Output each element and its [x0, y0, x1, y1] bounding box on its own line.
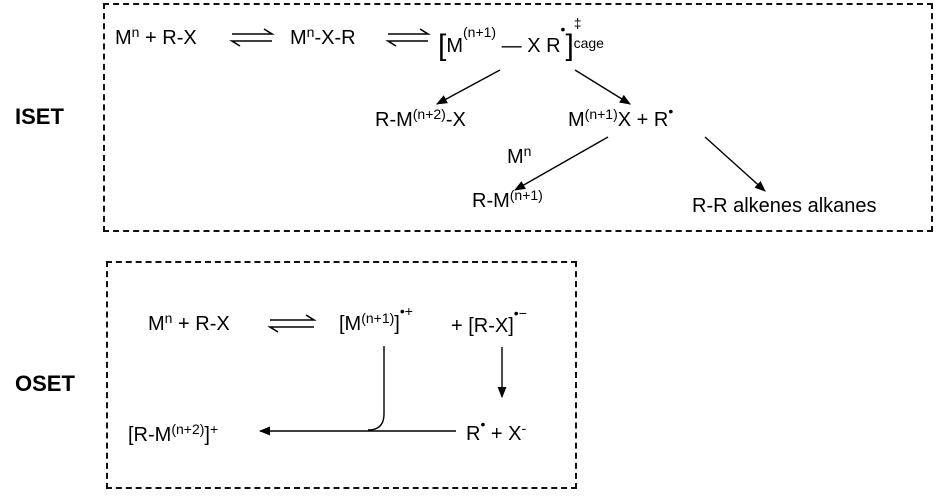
dagger-mark: ‡ [573, 15, 582, 31]
iset-cage-complex: [M(n+1) — X R•]‡cage [438, 15, 604, 62]
iset-label: ISET [15, 104, 64, 129]
oset-radical-cation: [M(n+1)]•+ [339, 303, 413, 335]
arrow-mx-to-rm [514, 136, 609, 191]
oset-reactant-mn-rx: Mn + R-X [148, 310, 230, 335]
arrow-cage-to-mx [574, 69, 631, 105]
iset-equilibrium-arrow-2 [385, 28, 431, 47]
iset-intermediate-mxr: Mn-X-R [290, 24, 356, 49]
bracket-close: ] [565, 29, 574, 62]
cage-label: cage [573, 35, 604, 51]
bracket-open: [ [438, 29, 447, 62]
oset-product: [R-M(n+2)]+ [128, 421, 219, 446]
iset-equilibrium-arrow-1 [229, 28, 275, 47]
arrow-cage-to-rmx [436, 69, 501, 105]
iset-mn-reagent: Mn [507, 143, 532, 168]
oset-radical-anion: + [R-X]•− [451, 305, 527, 337]
oset-equilibrium-arrow [267, 314, 317, 333]
arrow-radical-to-rr [704, 136, 766, 192]
anion-mark: •− [513, 305, 527, 321]
oset-radical-x: R• + X- [466, 416, 527, 445]
iset-product-rm-n2-x: R-M(n+2)-X [375, 106, 466, 131]
iset-product-radical-coupling: R-R alkenes alkanes [692, 195, 877, 217]
iset-reactant-mn-rx: Mn + R-X [115, 24, 197, 49]
oset-box [106, 261, 577, 489]
iset-product-rm-n1: R-M(n+1) [472, 187, 543, 212]
iset-product-mx-radical: M(n+1)X + R• [568, 103, 674, 131]
iset-box [103, 3, 933, 232]
cation-mark: •+ [399, 303, 413, 319]
arrow-cation-down-curve [367, 346, 385, 431]
oset-label: OSET [15, 371, 75, 396]
